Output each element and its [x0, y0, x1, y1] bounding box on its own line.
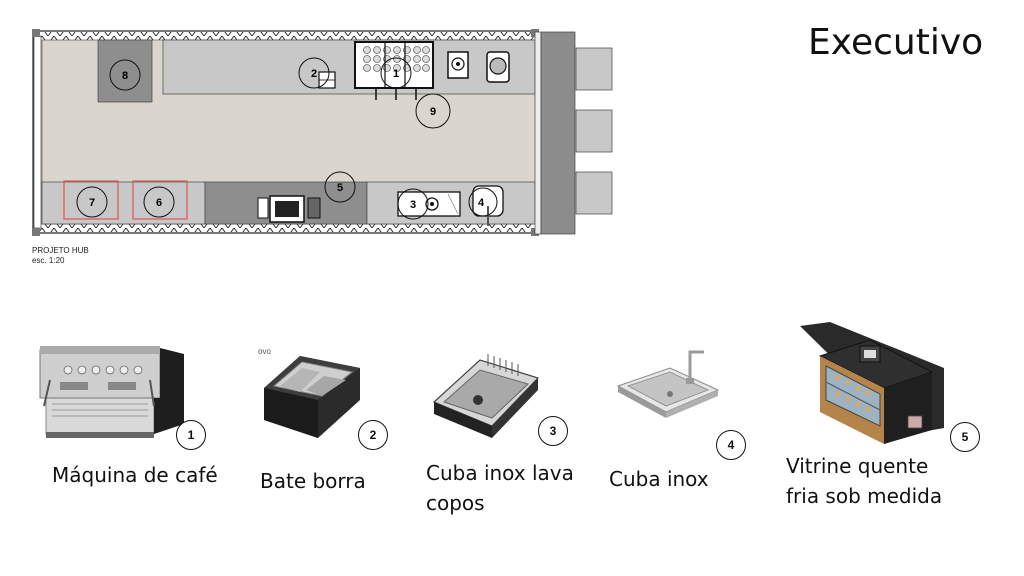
plan-marker-4-label: 4	[478, 197, 485, 209]
product-1-label: Máquina de café	[52, 463, 218, 487]
stainless-sink-icon	[616, 350, 720, 418]
product-2-label: Bate borra	[260, 469, 366, 493]
service-door	[540, 31, 576, 235]
grinder-plan	[447, 51, 469, 79]
end-wall	[534, 31, 542, 235]
cash-register-plan	[257, 195, 321, 223]
glass-rinser-plan	[397, 191, 461, 217]
highlight-area-7	[63, 180, 119, 220]
plan-marker-9	[415, 93, 451, 129]
plan-marker-2-label: 2	[311, 68, 317, 80]
corner-post	[32, 29, 40, 37]
wall-top	[38, 32, 535, 40]
front-counter-left	[41, 181, 206, 225]
blender-plan	[486, 51, 510, 83]
espresso-machine-plan	[354, 41, 434, 100]
product-2-number: 2	[358, 420, 388, 450]
equipment-8	[97, 39, 153, 103]
back-counter	[162, 39, 536, 95]
wall-left	[33, 35, 42, 229]
plan-marker-5-label: 5	[337, 182, 343, 194]
step-3	[575, 171, 613, 215]
plan-marker-8-label: 8	[122, 70, 128, 82]
product-3-number: 3	[538, 416, 568, 446]
plan-marker-5	[324, 171, 356, 203]
plan-marker-1-label: 1	[393, 68, 399, 80]
product-5-number: 5	[950, 422, 980, 452]
display-counter-icon	[800, 322, 944, 444]
plan-caption: PROJETO HUB esc. 1:20	[32, 246, 89, 266]
page-title: Executivo	[808, 22, 984, 63]
plan-marker-3	[397, 188, 429, 220]
product-4-label: Cuba inox	[609, 467, 709, 491]
plan-marker-6-label: 6	[156, 197, 162, 209]
floor-plan: 8 2 1 9 5 7 6 3 4	[32, 29, 613, 236]
plan-marker-8	[109, 59, 141, 91]
product-5-label: Vitrine quente fria sob medida	[786, 454, 943, 508]
knock-box-icon: ovo	[258, 347, 360, 438]
wall-bottom	[38, 224, 535, 232]
plan-marker-4	[468, 187, 498, 217]
product-3-label: Cuba inox lava copos	[426, 461, 574, 515]
glass-rinser-sink-icon	[432, 354, 540, 438]
plan-marker-9-label: 9	[430, 106, 436, 118]
product-2-tag: ovo	[258, 347, 271, 356]
product-4-number: 4	[716, 430, 746, 460]
corner-post	[32, 228, 40, 236]
step-2	[575, 109, 613, 153]
espresso-machine-icon	[39, 346, 184, 438]
plan-marker-7	[76, 186, 108, 218]
step-1	[575, 47, 613, 91]
plan-marker-2	[298, 57, 330, 89]
plan-marker-7-label: 7	[89, 197, 95, 209]
product-1-number: 1	[176, 420, 206, 450]
plan-marker-6	[143, 186, 175, 218]
plan-marker-3-label: 3	[410, 199, 416, 211]
highlight-area-6	[132, 180, 188, 220]
plan-caption-scale: esc. 1:20	[32, 256, 65, 265]
plan-caption-project: PROJETO HUB	[32, 246, 89, 255]
plan-marker-1	[380, 57, 412, 89]
